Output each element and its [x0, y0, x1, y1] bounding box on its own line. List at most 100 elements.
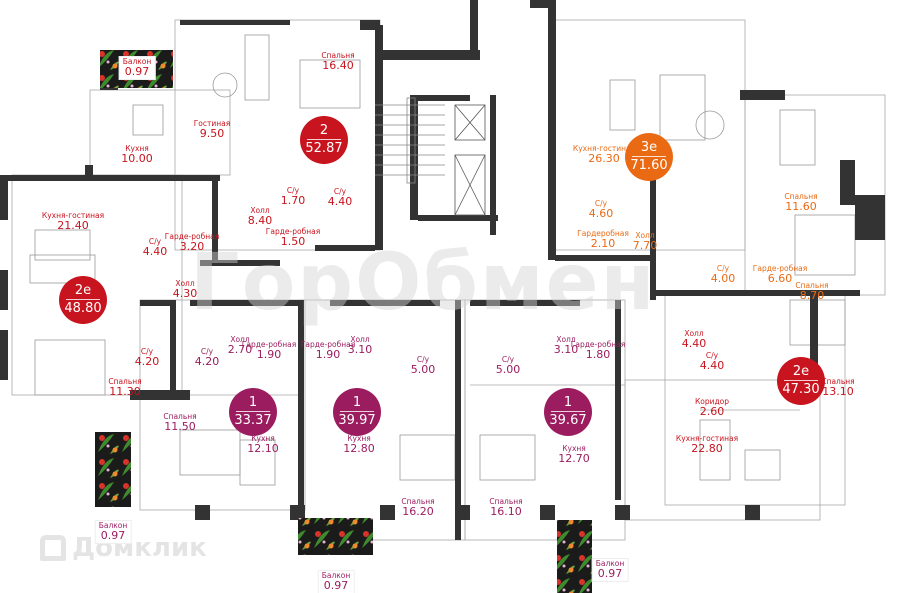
- room-area: 8.40: [247, 214, 273, 228]
- room-area: 2.60: [699, 405, 725, 419]
- room-name: С/у: [200, 347, 214, 356]
- room-name: Кухня-гостиная: [675, 434, 739, 443]
- room-area: 6.60: [767, 272, 793, 286]
- room-area: 4.00: [710, 272, 736, 286]
- room-area: 0.97: [100, 529, 126, 543]
- room-area: 3.20: [179, 240, 205, 254]
- badge-total-area: 47.30: [782, 381, 820, 397]
- room-area: 0.97: [323, 579, 349, 593]
- room-area: 4.40: [142, 245, 168, 259]
- balcony-left: [95, 432, 131, 507]
- room-area: 16.40: [322, 59, 354, 73]
- furniture: [29, 34, 856, 486]
- room-area: 9.50: [199, 127, 225, 141]
- room-name: Кухня-гостиная: [572, 144, 636, 153]
- room-name: Холл: [635, 231, 655, 240]
- room-name: Гарде-робная: [164, 232, 220, 241]
- badge-room-count: 2: [307, 124, 341, 140]
- room-name: Гардеробная: [577, 229, 629, 238]
- room-area: 3.10: [347, 343, 373, 357]
- room-area: 2.10: [590, 237, 616, 251]
- badge-room-count: 2е: [66, 284, 100, 300]
- room-name: Холл: [684, 329, 704, 338]
- room-name: Спальня: [108, 377, 142, 386]
- room-name: Спальня: [401, 497, 435, 506]
- room-area: 4.40: [327, 195, 353, 209]
- badge-room-count: 2е: [784, 365, 818, 381]
- room-name: Коридор: [694, 397, 730, 406]
- room-area: 1.90: [315, 348, 341, 362]
- room-area: 16.20: [402, 505, 434, 519]
- room-area: 5.00: [495, 363, 521, 377]
- balcony-bottom-center: [298, 518, 373, 555]
- room-area: 11.30: [109, 385, 141, 399]
- room-area: 1.70: [280, 194, 306, 208]
- badge-room-count: 1: [236, 396, 270, 412]
- room-area: 26.30: [588, 152, 620, 166]
- room-area: 11.60: [785, 200, 817, 214]
- room-area: 10.00: [121, 152, 153, 166]
- room-area: 12.80: [343, 442, 375, 456]
- room-area: 22.80: [691, 442, 723, 456]
- room-name: Спальня: [163, 412, 197, 421]
- room-area: 16.10: [490, 505, 522, 519]
- room-area: 4.30: [172, 287, 198, 301]
- room-area: 12.70: [558, 452, 590, 466]
- room-area: 21.40: [57, 219, 89, 233]
- badge-room-count: 1: [340, 396, 374, 412]
- room-name: Спальня: [795, 281, 829, 290]
- badge-room-count: 3е: [632, 141, 666, 157]
- room-name: Кухня: [562, 444, 586, 453]
- room-name: С/у: [333, 187, 347, 196]
- room-area: 5.00: [410, 363, 436, 377]
- badge-total-area: 52.87: [305, 140, 343, 156]
- room-name: Холл: [230, 335, 250, 344]
- room-area: 1.90: [256, 348, 282, 362]
- room-name: Холл: [250, 206, 270, 215]
- room-name: Балкон: [122, 57, 152, 66]
- room-area: 4.20: [134, 355, 160, 369]
- room-area: 12.10: [247, 442, 279, 456]
- room-area: 4.40: [681, 337, 707, 351]
- room-area: 3.10: [553, 343, 579, 357]
- room-area: 11.50: [164, 420, 196, 434]
- room-name: Кухня: [251, 434, 275, 443]
- room-name: Кухня-гостиная: [41, 211, 105, 220]
